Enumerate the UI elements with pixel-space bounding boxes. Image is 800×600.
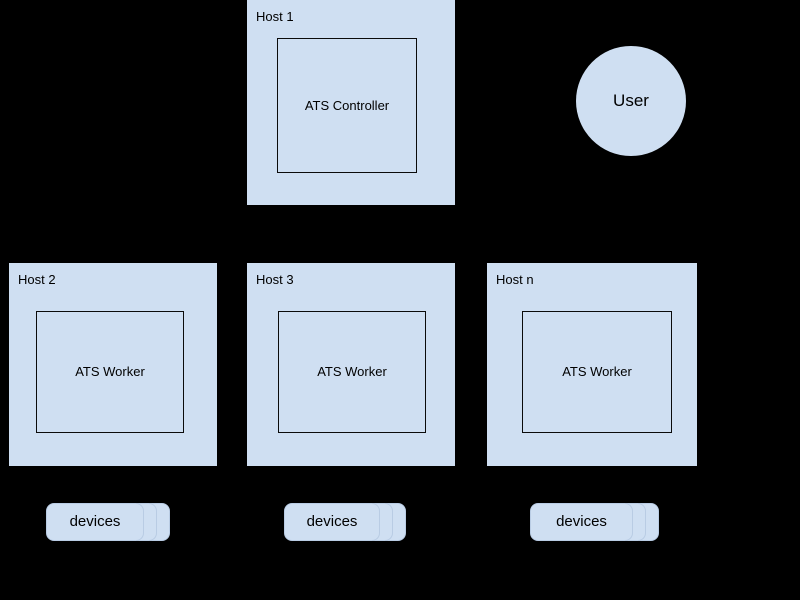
host-n-label: Host n — [496, 272, 534, 287]
ats-worker-node-host-3[interactable]: ATS Worker — [278, 311, 426, 433]
user-node[interactable]: User — [576, 46, 686, 156]
devices-stack-layer-front — [530, 503, 633, 541]
host-2-label: Host 2 — [18, 272, 56, 287]
host-1-label: Host 1 — [256, 9, 294, 24]
ats-worker-label-host-3: ATS Worker — [317, 364, 387, 379]
user-label: User — [613, 91, 649, 110]
ats-worker-node-host-2[interactable]: ATS Worker — [36, 311, 184, 433]
ats-worker-node-host-n[interactable]: ATS Worker — [522, 311, 672, 433]
devices-stack-host-n[interactable]: devices — [530, 503, 659, 541]
devices-label-host-n: devices — [556, 513, 607, 530]
ats-controller-node[interactable]: ATS Controller — [277, 38, 417, 173]
host-3-label: Host 3 — [256, 272, 294, 287]
devices-stack-layer-front — [284, 503, 380, 541]
ats-controller-label: ATS Controller — [304, 97, 390, 113]
devices-stack-host-2[interactable]: devices — [46, 503, 170, 541]
ats-worker-label-host-2: ATS Worker — [75, 364, 145, 379]
ats-worker-label-host-n: ATS Worker — [562, 364, 632, 379]
devices-label-host-2: devices — [69, 513, 121, 530]
devices-stack-layer-front — [46, 503, 144, 541]
devices-label-host-3: devices — [306, 513, 358, 530]
devices-stack-host-3[interactable]: devices — [284, 503, 406, 541]
host-1-container[interactable]: Host 1 — [247, 0, 455, 205]
